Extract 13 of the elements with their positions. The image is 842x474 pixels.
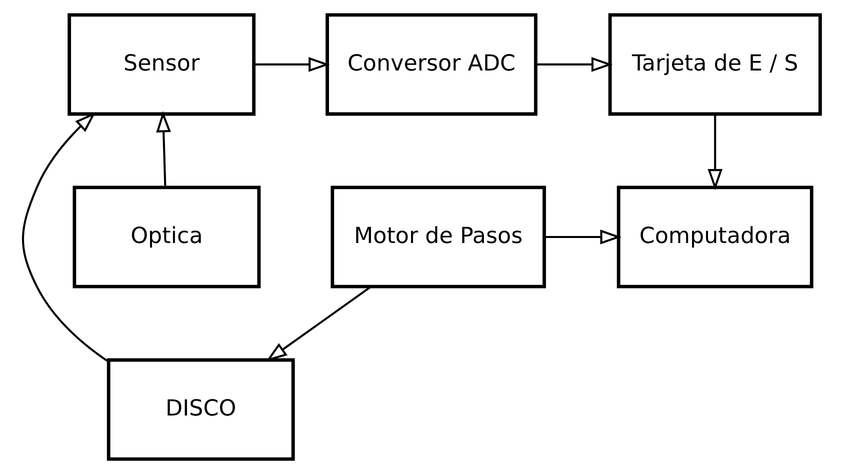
node-box: Computadora bbox=[616, 186, 813, 288]
arrow bbox=[707, 114, 722, 190]
arrow bbox=[156, 111, 170, 188]
node-box: Sensor bbox=[67, 13, 256, 116]
node-box: DISCO bbox=[106, 358, 294, 461]
node-box: Optica bbox=[72, 186, 260, 288]
arrow bbox=[536, 57, 612, 72]
node-box: Conversor ADC bbox=[325, 13, 537, 116]
arrow bbox=[544, 230, 621, 244]
arrow bbox=[253, 57, 330, 72]
arrow bbox=[22, 112, 109, 363]
node-box: Motor de Pasos bbox=[330, 186, 546, 288]
node-box: Tarjeta de E / S bbox=[608, 13, 822, 116]
